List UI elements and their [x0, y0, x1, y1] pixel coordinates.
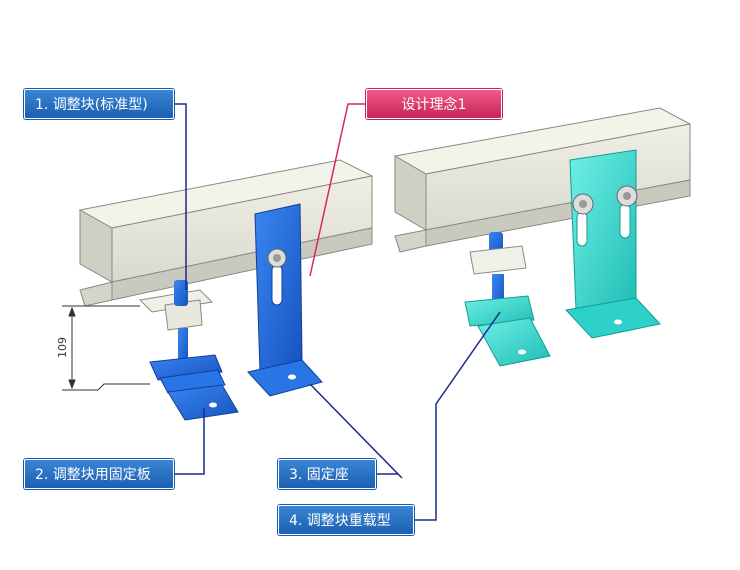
adjust-block-standard [138, 280, 226, 394]
adjust-block-fixing-plate [167, 384, 239, 421]
label-adjust-block-heavy: 4. 调整块重载型 [278, 505, 414, 535]
leader-lines [174, 103, 501, 521]
label-design-concept: 设计理念1 [366, 89, 502, 119]
label-fixing-seat: 3. 固定座 [278, 459, 376, 489]
label-fixing-plate: 2. 调整块用固定板 [24, 459, 174, 489]
dimension-109 [62, 305, 150, 391]
dimension-value: 109 [56, 337, 69, 358]
label-adjust-block-standard: 1. 调整块(标准型) [24, 89, 174, 119]
fixing-seat [247, 203, 323, 397]
left-rail [78, 159, 374, 307]
adjust-block-heavy [464, 232, 551, 367]
right-rail [393, 107, 692, 253]
cyan-bracket [565, 149, 661, 339]
